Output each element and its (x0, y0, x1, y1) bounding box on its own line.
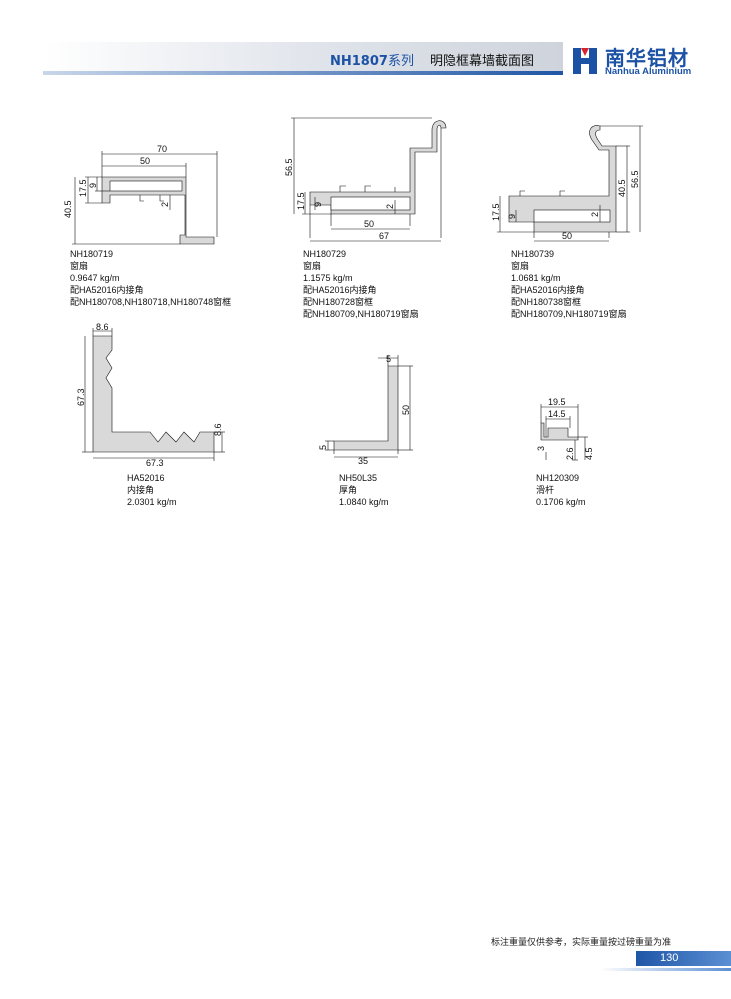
series-code: NH1807 (330, 54, 388, 69)
dim-56-5: 56.5 (630, 170, 640, 188)
dim-70: 70 (157, 144, 167, 154)
profile-name: 窗扇 (303, 261, 322, 271)
brand-name-cn: 南华铝材 (605, 46, 689, 70)
weight-disclaimer: 标注重量仅供参考，实际重量按过磅重量为准 (491, 938, 672, 948)
dim-35: 35 (358, 456, 368, 466)
logo-mark-icon (573, 48, 597, 74)
dim-2: 2 (385, 204, 395, 209)
profile-code: HA52016 (127, 473, 165, 483)
profile-weight: 0.9647 kg/m (70, 273, 120, 283)
caption-nh50l35: NH50L35 厚角 1.0840 kg/m (339, 472, 389, 508)
profile-code: NH180729 (303, 249, 347, 259)
profile-code: NH180739 (511, 249, 555, 259)
dim-50: 50 (401, 405, 411, 415)
caption-nh180729: NH180729 窗扇 1.1575 kg/m 配HA52016内接角 配NH1… (303, 248, 419, 320)
caption-nh180719: NH180719 窗扇 0.9647 kg/m 配HA52016内接角 配NH1… (70, 248, 231, 308)
dim-56-5: 56.5 (284, 158, 294, 176)
profile-weight: 1.0840 kg/m (339, 497, 389, 507)
dim-5: 5 (318, 445, 328, 450)
profile-nh180719-section (72, 151, 218, 245)
dim-9: 9 (313, 202, 323, 207)
dim-2-6: 2.6 (565, 447, 575, 460)
page-title: 明隐框幕墙截面图 (430, 54, 535, 69)
dim-2: 2 (590, 212, 600, 217)
dim-17-5: 17.5 (296, 192, 306, 210)
dim-50: 50 (364, 219, 374, 229)
dim-19-5: 19.5 (548, 397, 566, 407)
dim-67: 67 (379, 231, 389, 241)
dim-67-3: 67.3 (146, 458, 164, 468)
dim-9: 9 (507, 214, 517, 219)
profile-code: NH50L35 (339, 473, 378, 483)
profile-code: NH120309 (536, 473, 580, 483)
page-stripe (600, 968, 731, 971)
profile-nh180729-section (291, 117, 447, 242)
profile-note: 配NH180738窗框 (511, 297, 582, 307)
profile-note: 配NH180708,NH180718,NH180748窗框 (70, 297, 232, 307)
profile-nh180739-section (497, 125, 643, 242)
profile-nh50l35-section (325, 355, 413, 458)
brand-name-en: Nanhua Aluminium (605, 66, 692, 77)
dim-8-6: 8.6 (96, 322, 109, 332)
caption-ha52016: HA52016 内接角 2.0301 kg/m (127, 472, 177, 508)
page-number-bar: 130 (636, 951, 731, 966)
dim-5: 5 (386, 354, 391, 364)
profile-nh120309-section (540, 404, 588, 461)
dim-4-5: 4.5 (584, 447, 594, 460)
dim-3: 3 (536, 446, 546, 451)
dim-40-5: 40.5 (63, 200, 73, 218)
page-number: 130 (660, 952, 679, 964)
dim-17-5: 17.5 (491, 203, 501, 221)
profile-name: 窗扇 (70, 261, 89, 271)
dim-8-6: 8.6 (213, 423, 223, 436)
dim-67-3: 67.3 (76, 388, 86, 406)
header-bar (43, 42, 563, 75)
series-label: NH1807系列 (330, 50, 414, 69)
profile-note: 配HA52016内接角 (303, 285, 377, 295)
brand-logo: 南华铝材 Nanhua Aluminium (571, 42, 721, 78)
profile-note: 配NH180709,NH180719窗扇 (303, 309, 419, 319)
profile-weight: 2.0301 kg/m (127, 497, 177, 507)
profile-weight: 0.1706 kg/m (536, 497, 586, 507)
caption-nh120309: NH120309 滑杆 0.1706 kg/m (536, 472, 586, 508)
profile-weight: 1.1575 kg/m (303, 273, 353, 283)
profile-ha52016-section (82, 328, 225, 461)
profile-name: 厚角 (339, 485, 358, 495)
profile-name: 窗扇 (511, 261, 530, 271)
header-underline (43, 71, 563, 75)
profile-note: 配NH180709,NH180719窗扇 (511, 309, 627, 319)
dim-50: 50 (140, 156, 150, 166)
dim-9: 9 (88, 183, 98, 188)
profile-note: 配NH180728窗框 (303, 297, 374, 307)
profile-note: 配HA52016内接角 (70, 285, 144, 295)
caption-nh180739: NH180739 窗扇 1.0681 kg/m 配HA52016内接角 配NH1… (511, 248, 627, 320)
profile-name: 滑杆 (536, 485, 555, 495)
dim-50: 50 (562, 231, 572, 241)
dim-2: 2 (160, 202, 170, 207)
profile-note: 配HA52016内接角 (511, 285, 585, 295)
dim-14-5: 14.5 (548, 409, 566, 419)
profile-weight: 1.0681 kg/m (511, 273, 561, 283)
profile-code: NH180719 (70, 249, 114, 259)
dim-40-5: 40.5 (617, 179, 627, 197)
series-suffix: 系列 (387, 54, 414, 69)
profile-name: 内接角 (127, 485, 155, 495)
dim-17-5: 17.5 (78, 179, 88, 197)
